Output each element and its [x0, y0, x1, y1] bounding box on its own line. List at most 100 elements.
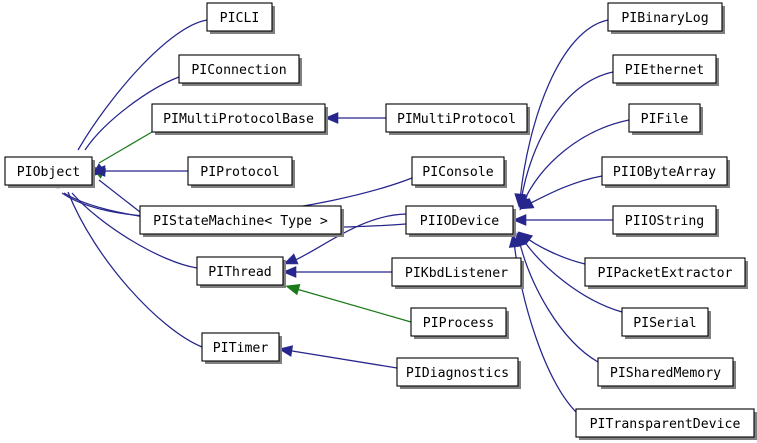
class-node-piiostring[interactable]: PIIOString [612, 205, 719, 237]
class-node-pimultiprotocol[interactable]: PIMultiProtocol [385, 103, 530, 135]
node-box[interactable] [396, 357, 519, 387]
edge-arrowhead [91, 163, 107, 177]
node-box[interactable] [410, 307, 507, 337]
node-box[interactable] [597, 357, 734, 387]
node-box[interactable] [201, 332, 280, 362]
class-node-pimultiprotocolbase[interactable]: PIMultiProtocolBase [151, 103, 328, 135]
edge-arrowhead [324, 112, 339, 124]
node-label: PIEthernet [625, 63, 704, 78]
edge-arrowhead [282, 266, 297, 278]
edge-arrowhead [278, 345, 294, 357]
class-node-piconsole[interactable]: PIConsole [411, 156, 507, 188]
class-node-piiodevice[interactable]: PIIODevice [405, 205, 516, 237]
class-node-piserial[interactable]: PISerial [621, 307, 711, 339]
class-node-piethernet[interactable]: PIEthernet [612, 54, 719, 86]
class-node-pitimer[interactable]: PITimer [201, 332, 282, 364]
class-node-pibinarylog[interactable]: PIBinaryLog [607, 2, 725, 34]
edge-e-picli-piobject [73, 19, 208, 172]
edge-arrowhead [519, 197, 535, 210]
node-box[interactable] [391, 257, 522, 287]
edge-line [526, 175, 603, 206]
node-label: PICLI [220, 11, 260, 26]
class-node-pithread[interactable]: PIThread [196, 256, 286, 288]
node-box[interactable] [621, 307, 709, 337]
edge-line [520, 71, 614, 202]
node-label: PIProtocol [200, 165, 279, 180]
node-box[interactable] [178, 54, 300, 84]
edge-line [67, 191, 203, 348]
edge-e-pimp-pimpb [324, 112, 386, 124]
node-label: PIThread [208, 265, 272, 280]
node-label: PITimer [213, 341, 269, 356]
node-box[interactable] [405, 205, 514, 235]
edge-e-pikbd-pithread [282, 266, 392, 278]
node-label: PIBinaryLog [621, 11, 708, 26]
class-node-pipacketextractor[interactable]: PIPacketExtractor [584, 257, 748, 289]
node-label: PIConnection [191, 63, 286, 78]
class-node-piprocess[interactable]: PIProcess [410, 307, 509, 339]
node-label: PIMultiProtocol [397, 112, 516, 127]
node-box[interactable] [628, 103, 701, 133]
class-node-picli[interactable]: PICLI [206, 2, 275, 34]
edge-line [285, 349, 398, 369]
edge-line [98, 179, 141, 213]
edge-arrowhead [283, 253, 299, 265]
node-box[interactable] [151, 103, 326, 133]
edge-e-pishmem-piiodev [514, 232, 599, 363]
class-node-pifile[interactable]: PIFile [628, 103, 703, 135]
class-node-piconnection[interactable]: PIConnection [178, 54, 302, 86]
node-box[interactable] [411, 156, 505, 186]
node-label: PISharedMemory [610, 366, 721, 381]
edge-line [98, 131, 153, 164]
node-box[interactable] [612, 205, 717, 235]
node-label: PIIOByteArray [613, 165, 716, 180]
edge-e-piiostring-piiodev [512, 214, 613, 226]
class-node-pikbdlistener[interactable]: PIKbdListener [391, 257, 524, 289]
class-node-pisharedmemory[interactable]: PISharedMemory [597, 357, 736, 389]
node-label: PIIODevice [420, 214, 499, 229]
node-box[interactable] [607, 2, 723, 32]
node-label: PITransparentDevice [590, 417, 741, 432]
class-node-pidiagnostics[interactable]: PIDiagnostics [396, 357, 521, 389]
class-node-pitransparentdevice[interactable]: PITransparentDevice [575, 408, 757, 440]
node-box[interactable] [4, 156, 93, 186]
node-box[interactable] [196, 256, 284, 286]
node-box[interactable] [385, 103, 528, 133]
edge-line [519, 19, 609, 201]
edge-arrowhead [508, 233, 521, 248]
node-box[interactable] [575, 408, 755, 438]
edge-e-piproto-piobject [91, 165, 188, 177]
node-label: PIKbdListener [405, 266, 508, 281]
edge-e-pipktext-piiodev [518, 231, 586, 265]
class-node-piiobytearray[interactable]: PIIOByteArray [601, 156, 730, 188]
edge-e-piprocess-pithread [285, 284, 412, 323]
node-box[interactable] [601, 156, 728, 186]
node-layer: PIObject PICLI PIConnectionPIMultiProtocol… [4, 2, 757, 440]
node-label: PIObject [17, 165, 81, 180]
edge-arrowhead [512, 214, 527, 226]
node-box[interactable] [187, 156, 293, 186]
node-label: PIIOString [625, 214, 704, 229]
edge-e-pitimer-piobject [64, 171, 203, 348]
node-label: PIMultiProtocolBase [163, 112, 314, 127]
node-box[interactable] [584, 257, 746, 287]
edge-line [518, 239, 599, 363]
node-box[interactable] [612, 54, 717, 84]
edge-line [522, 119, 630, 204]
edge-line [292, 287, 412, 323]
node-label: PIConsole [422, 165, 494, 180]
node-label: PIStateMachine< Type > [153, 214, 328, 229]
node-box[interactable] [206, 2, 273, 32]
edge-e-piiobytearr-piiodev [519, 175, 603, 210]
node-label: PIProcess [423, 316, 494, 331]
class-node-pistatemachine[interactable]: PIStateMachine< Type > [139, 205, 344, 237]
node-label: PIDiagnostics [406, 366, 509, 381]
node-box[interactable] [139, 205, 342, 235]
node-label: PIFile [641, 112, 689, 127]
class-node-piobject[interactable]: PIObject [4, 156, 95, 188]
edge-line [521, 237, 623, 313]
class-node-piprotocol[interactable]: PIProtocol [187, 156, 295, 188]
edge-line [77, 19, 208, 151]
